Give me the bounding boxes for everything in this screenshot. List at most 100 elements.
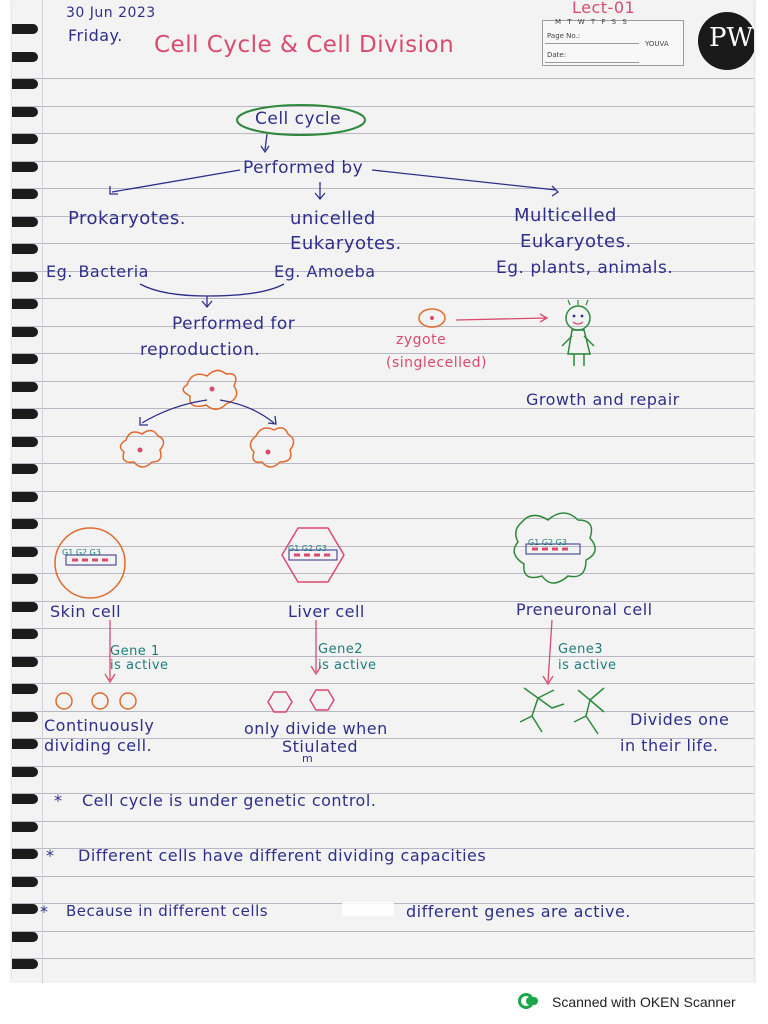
ruled-line bbox=[12, 326, 754, 327]
arrow-left-branch bbox=[111, 169, 241, 193]
spiral-ring bbox=[12, 24, 38, 34]
ruled-line bbox=[12, 408, 754, 409]
spiral-ring bbox=[12, 657, 38, 667]
page-no-label: Page No.: bbox=[547, 32, 581, 40]
spiral-ring bbox=[12, 162, 38, 172]
skin-daughter-cells bbox=[55, 692, 73, 710]
preneuronal-cell-label: Preneuronal cell bbox=[516, 600, 653, 619]
ruled-line bbox=[12, 436, 754, 437]
header-box-line-2 bbox=[545, 62, 639, 63]
singlecelled-label: (singlecelled) bbox=[386, 355, 487, 371]
ruled-line bbox=[12, 601, 754, 602]
join-bracket bbox=[139, 283, 285, 297]
spiral-ring bbox=[12, 849, 38, 859]
ruled-line bbox=[12, 518, 754, 519]
spiral-ring bbox=[12, 437, 38, 447]
spiral-ring bbox=[12, 354, 38, 364]
stimulated-insert-m: m bbox=[302, 752, 314, 765]
unicelled-eukaryotes-label: Eukaryotes. bbox=[290, 233, 402, 254]
dividing-cell-label: dividing cell. bbox=[44, 736, 153, 755]
amoeba-daughter-1 bbox=[119, 429, 165, 468]
ruled-line bbox=[12, 463, 754, 464]
scanner-footer: Scanned with OKEN Scanner bbox=[0, 983, 768, 1024]
amoeba-daughter-2 bbox=[249, 427, 295, 468]
ruled-line bbox=[12, 876, 754, 877]
left-margin-line bbox=[42, 0, 43, 983]
ruled-line bbox=[12, 381, 754, 382]
ruled-line bbox=[12, 78, 754, 79]
date-text: 30 Jun 2023 bbox=[66, 5, 156, 21]
ruled-line bbox=[12, 683, 754, 684]
ruled-line bbox=[12, 958, 754, 959]
ruled-line bbox=[12, 298, 754, 299]
spiral-ring bbox=[12, 904, 38, 914]
spiral-ring bbox=[12, 382, 38, 392]
skin-cell-label: Skin cell bbox=[50, 602, 122, 621]
liver-cell-drawing bbox=[281, 527, 345, 583]
spiral-ring bbox=[12, 52, 38, 62]
lecture-label: Lect-01 bbox=[572, 0, 636, 17]
ruled-line bbox=[12, 656, 754, 657]
spiral-ring bbox=[12, 602, 38, 612]
ruled-line bbox=[12, 711, 754, 712]
in-their-life-label: in their life. bbox=[620, 736, 719, 755]
ruled-line bbox=[12, 573, 754, 574]
skin-chromosome bbox=[65, 554, 117, 566]
pw-logo: PW bbox=[698, 12, 754, 70]
ruled-line bbox=[12, 546, 754, 547]
performed-by-label: Performed by bbox=[243, 158, 364, 178]
ruled-line bbox=[12, 821, 754, 822]
header-box-line bbox=[545, 43, 639, 44]
arrow-zygote bbox=[455, 317, 547, 321]
spiral-ring bbox=[12, 932, 38, 942]
stimulated-label: Stiulated bbox=[282, 737, 359, 756]
ruled-line bbox=[12, 243, 754, 244]
spiral-ring bbox=[12, 107, 38, 117]
spiral-ring bbox=[12, 217, 38, 227]
eg-bacteria: Eg. Bacteria bbox=[46, 262, 149, 281]
page-title: Cell Cycle & Cell Division bbox=[154, 32, 455, 58]
liver-cell-label: Liver cell bbox=[288, 602, 365, 621]
reproduction-label: reproduction. bbox=[140, 340, 261, 360]
spiral-ring bbox=[12, 959, 38, 969]
human-figure bbox=[565, 305, 591, 331]
spiral-ring bbox=[12, 299, 38, 309]
ruled-line bbox=[12, 133, 754, 134]
gene2-active: is active bbox=[318, 658, 377, 673]
bullet-3a: Because in different cells bbox=[66, 902, 269, 920]
growth-repair-label: Growth and repair bbox=[526, 390, 680, 409]
cell-cycle-oval bbox=[236, 104, 366, 136]
spiral-ring bbox=[12, 767, 38, 777]
arrow-down-1 bbox=[264, 133, 268, 151]
ruled-line bbox=[12, 628, 754, 629]
diagram-drawings bbox=[54, 104, 605, 916]
ruled-line bbox=[12, 188, 754, 189]
ruled-line bbox=[12, 353, 754, 354]
ruled-line bbox=[12, 161, 754, 162]
spiral-ring bbox=[12, 464, 38, 474]
spiral-ring bbox=[12, 794, 38, 804]
spiral-ring bbox=[12, 327, 38, 337]
arrow-gene3 bbox=[547, 619, 553, 683]
weekday-row: M T W T F S S bbox=[555, 18, 629, 26]
multicelled-label: Multicelled bbox=[514, 205, 617, 226]
notebook-page: 30 Jun 2023 Friday. Cell Cycle & Cell Di… bbox=[12, 0, 754, 983]
ruled-line bbox=[12, 848, 754, 849]
brand-label: YOUVA bbox=[645, 40, 669, 48]
ruled-line bbox=[12, 931, 754, 932]
spiral-ring bbox=[12, 519, 38, 529]
ruled-line bbox=[12, 271, 754, 272]
eg-amoeba: Eg. Amoeba bbox=[274, 262, 376, 281]
liver-daughter-cells bbox=[267, 691, 293, 713]
bullet-3b: different genes are active. bbox=[406, 902, 631, 921]
prokaryotes-label: Prokaryotes. bbox=[68, 208, 186, 229]
scanner-text: Scanned with OKEN Scanner bbox=[552, 994, 736, 1010]
spiral-ring bbox=[12, 739, 38, 749]
date-label: Date: bbox=[547, 51, 567, 59]
spiral-ring bbox=[12, 492, 38, 502]
bullet-mark-1: * bbox=[54, 791, 63, 810]
gene3-active: is active bbox=[558, 658, 617, 673]
spiral-ring bbox=[12, 629, 38, 639]
gene1-active: is active bbox=[110, 658, 169, 673]
neuron-gene-labels: G1 G2 G3 bbox=[528, 538, 567, 547]
